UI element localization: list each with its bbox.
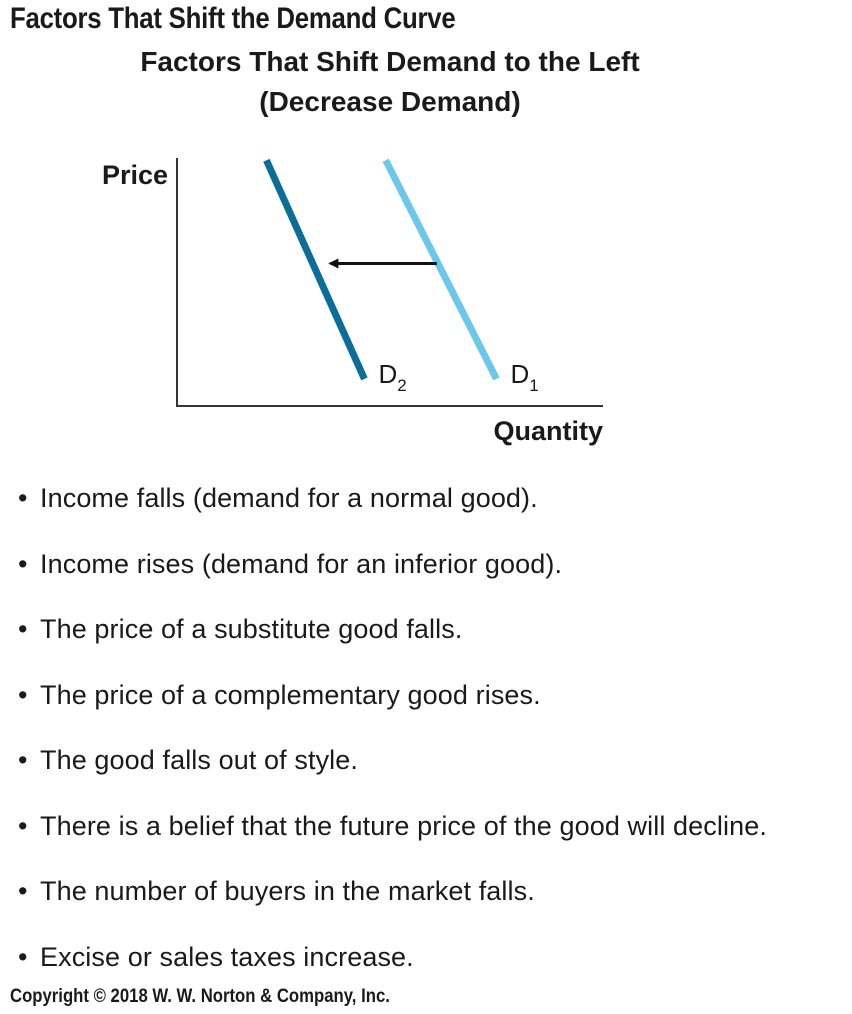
list-item-text: Excise or sales taxes increase. [40, 941, 414, 972]
list-item-text: There is a belief that the future price … [40, 810, 767, 841]
demand-curve-d2 [263, 158, 368, 381]
list-item: • There is a belief that the future price… [18, 806, 767, 872]
list-item-text: The number of buyers in the market falls… [40, 876, 535, 906]
chart-title-line1: Factors That Shift Demand to the Left [140, 46, 640, 77]
list-item-text: The price of a complementary good rises. [40, 679, 541, 710]
y-axis-label: Price [102, 160, 168, 190]
demand-shift-chart: Price Quantity D1 D2 [102, 158, 603, 446]
bullet-point: • [18, 614, 28, 644]
demand-curve-d1 [382, 158, 500, 381]
page-title: Factors That Shift the Demand Curve [10, 2, 456, 35]
bullet-point: • [18, 810, 28, 841]
curve-label-d1: D1 [511, 359, 539, 395]
bullet-point: • [18, 876, 28, 906]
list-item: • Income rises (demand for an inferior go… [18, 544, 767, 610]
bullet-point: • [18, 679, 28, 710]
list-item-text: The price of a substitute good falls. [40, 614, 463, 644]
bullet-point: • [18, 483, 28, 513]
bullet-point: • [18, 745, 28, 775]
list-item: • Income falls (demand for a normal good)… [18, 478, 767, 544]
factor-list: • Income falls (demand for a normal good)… [18, 478, 767, 1002]
list-item: • The price of a complementary good rises… [18, 675, 767, 741]
curve-label-d2: D2 [378, 359, 406, 395]
bullet-point: • [18, 548, 28, 579]
bullet-point: • [18, 941, 28, 972]
list-item-text: Income falls (demand for a normal good). [40, 483, 538, 513]
chart-title-line2: (Decrease Demand) [259, 86, 521, 117]
list-item-text: The good falls out of style. [40, 745, 358, 775]
list-item: • Excise or sales taxes increase. [18, 937, 767, 1003]
list-item-text: Income rises (demand for an inferior goo… [40, 548, 563, 579]
x-axis-label: Quantity [493, 416, 603, 446]
list-item: • The number of buyers in the market fall… [18, 871, 767, 937]
list-item: • The good falls out of style. [18, 740, 767, 806]
copyright-notice: Copyright © 2018 W. W. Norton & Company,… [10, 986, 390, 1007]
list-item: • The price of a substitute good falls. [18, 609, 767, 675]
